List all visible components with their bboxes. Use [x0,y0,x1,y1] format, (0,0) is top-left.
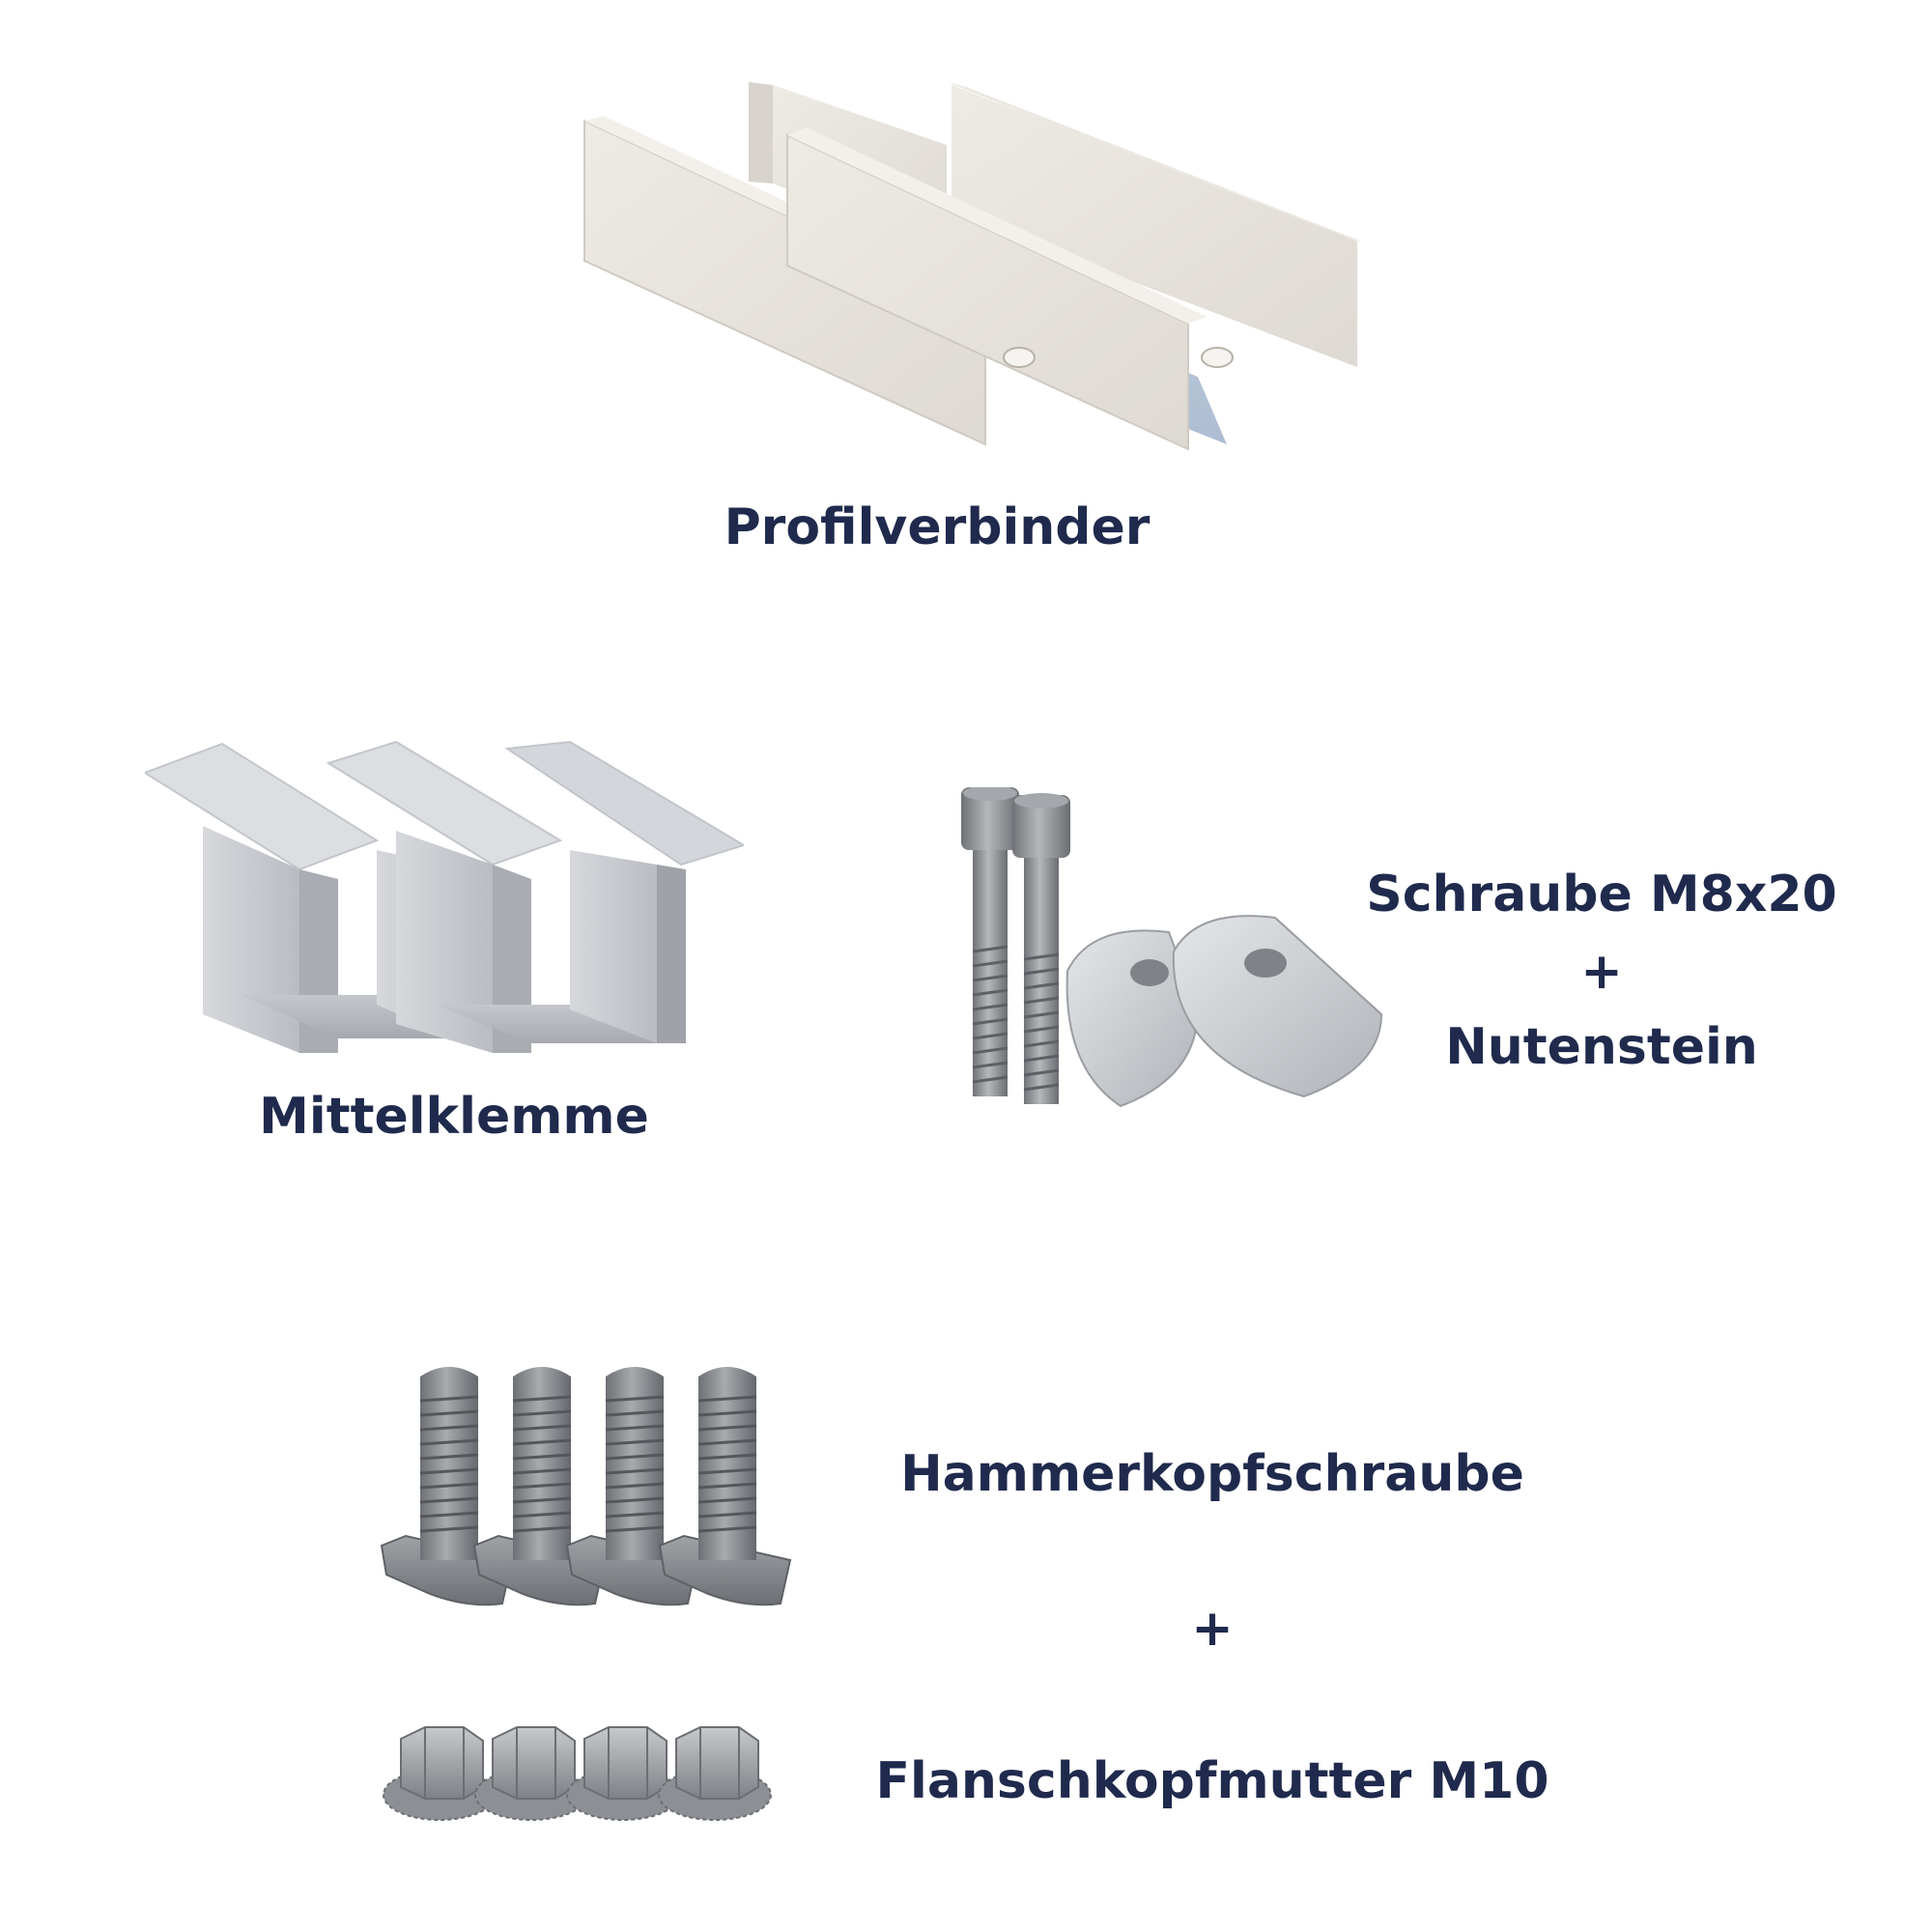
profilverbinder-label: Profilverbinder [724,498,1151,556]
hammerkopf-plus: + [1191,1600,1234,1658]
flanschkopfmutter-image [382,1719,816,1826]
profilverbinder-image [580,77,1362,454]
mittelklemme-image [145,734,744,1063]
schraube-plus: + [1580,943,1623,1001]
hammerkopfschraube-label: Hammerkopfschraube [900,1445,1524,1503]
flanschkopfmutter-label: Flanschkopfmutter M10 [875,1752,1549,1810]
schraube-nutenstein-image [956,787,1391,1116]
hammerkopfschraube-image [377,1362,840,1613]
schraube-label: Schraube M8x20 [1366,866,1837,923]
mittelklemme-label: Mittelklemme [259,1088,649,1146]
nutenstein-label: Nutenstein [1445,1018,1758,1076]
